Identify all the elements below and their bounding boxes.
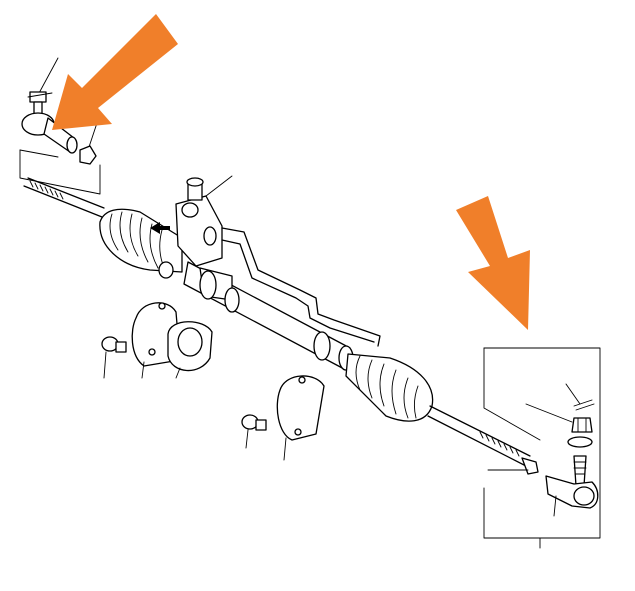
left-tie-rod-end-group (19, 57, 101, 195)
washer (567, 436, 593, 448)
left-bracket-frame (19, 149, 101, 195)
valve-port (203, 226, 217, 246)
small-black-arrow-icon (150, 222, 170, 234)
cylinder-ring (313, 331, 331, 361)
bracket-hole (294, 428, 302, 436)
lock-nut (521, 457, 539, 475)
right-orange-arrow (456, 196, 530, 330)
right-tie-rod (427, 405, 539, 475)
bracket-hole (148, 348, 156, 356)
mount-bracket (276, 375, 325, 441)
rack-housing (99, 175, 434, 422)
tie-rod-bottom-edge (23, 185, 103, 218)
tie-rod-end-socket (66, 136, 78, 154)
tie-rod-top-edge (429, 405, 531, 457)
pinion-top (186, 177, 204, 187)
leader-line (103, 351, 107, 379)
tie-rod-top-edge (27, 177, 105, 209)
leader-line (141, 361, 145, 379)
bolt-right (241, 414, 267, 449)
ball-stud (573, 455, 587, 487)
bushing-bore (177, 327, 203, 357)
leader-line (205, 175, 233, 197)
castle-nut (571, 417, 593, 433)
boot-clamp (158, 261, 174, 279)
hydraulic-pipe (221, 227, 381, 347)
bracket-hole (158, 302, 166, 310)
leader-line (565, 383, 581, 405)
leader-line (245, 429, 249, 449)
tie-rod-end-head (573, 486, 595, 506)
rod-threads (29, 180, 64, 200)
detail-box (483, 347, 601, 539)
right-tie-rod-end-group (483, 347, 601, 549)
valve-port (181, 202, 199, 218)
right-boot (345, 353, 434, 422)
ball-stud (33, 101, 43, 115)
bolt-left (101, 336, 127, 379)
bracket-right (276, 375, 325, 461)
leader-line (175, 367, 181, 379)
boot-ribs (355, 355, 419, 419)
orange-arrow-icon (52, 14, 178, 130)
leader-line (283, 437, 287, 461)
left-tie-rod (23, 177, 105, 218)
cylinder-ring (224, 287, 240, 313)
cotter-pin (27, 92, 53, 98)
tie-rod-bottom-edge (427, 415, 527, 467)
leader-line (525, 403, 573, 423)
leader-line (553, 495, 557, 517)
rod-threads (479, 431, 520, 457)
cylinder-ring (199, 270, 217, 300)
stud-threads (573, 461, 587, 475)
castle-nut (29, 91, 47, 103)
hydraulic-pipe (221, 239, 375, 343)
bracket-bushing-left (131, 302, 213, 379)
bolt-shank (255, 419, 267, 431)
boot-ribs (109, 211, 167, 273)
lock-nut (79, 145, 97, 165)
bolt-shank (115, 341, 127, 353)
cotter-pin (573, 399, 595, 411)
left-orange-arrow (52, 14, 178, 130)
orange-arrow-icon (456, 196, 530, 330)
bracket-hole (298, 376, 306, 384)
left-bracket-top (19, 149, 59, 158)
leader-line (37, 57, 59, 96)
detail-box-inner (483, 347, 541, 441)
